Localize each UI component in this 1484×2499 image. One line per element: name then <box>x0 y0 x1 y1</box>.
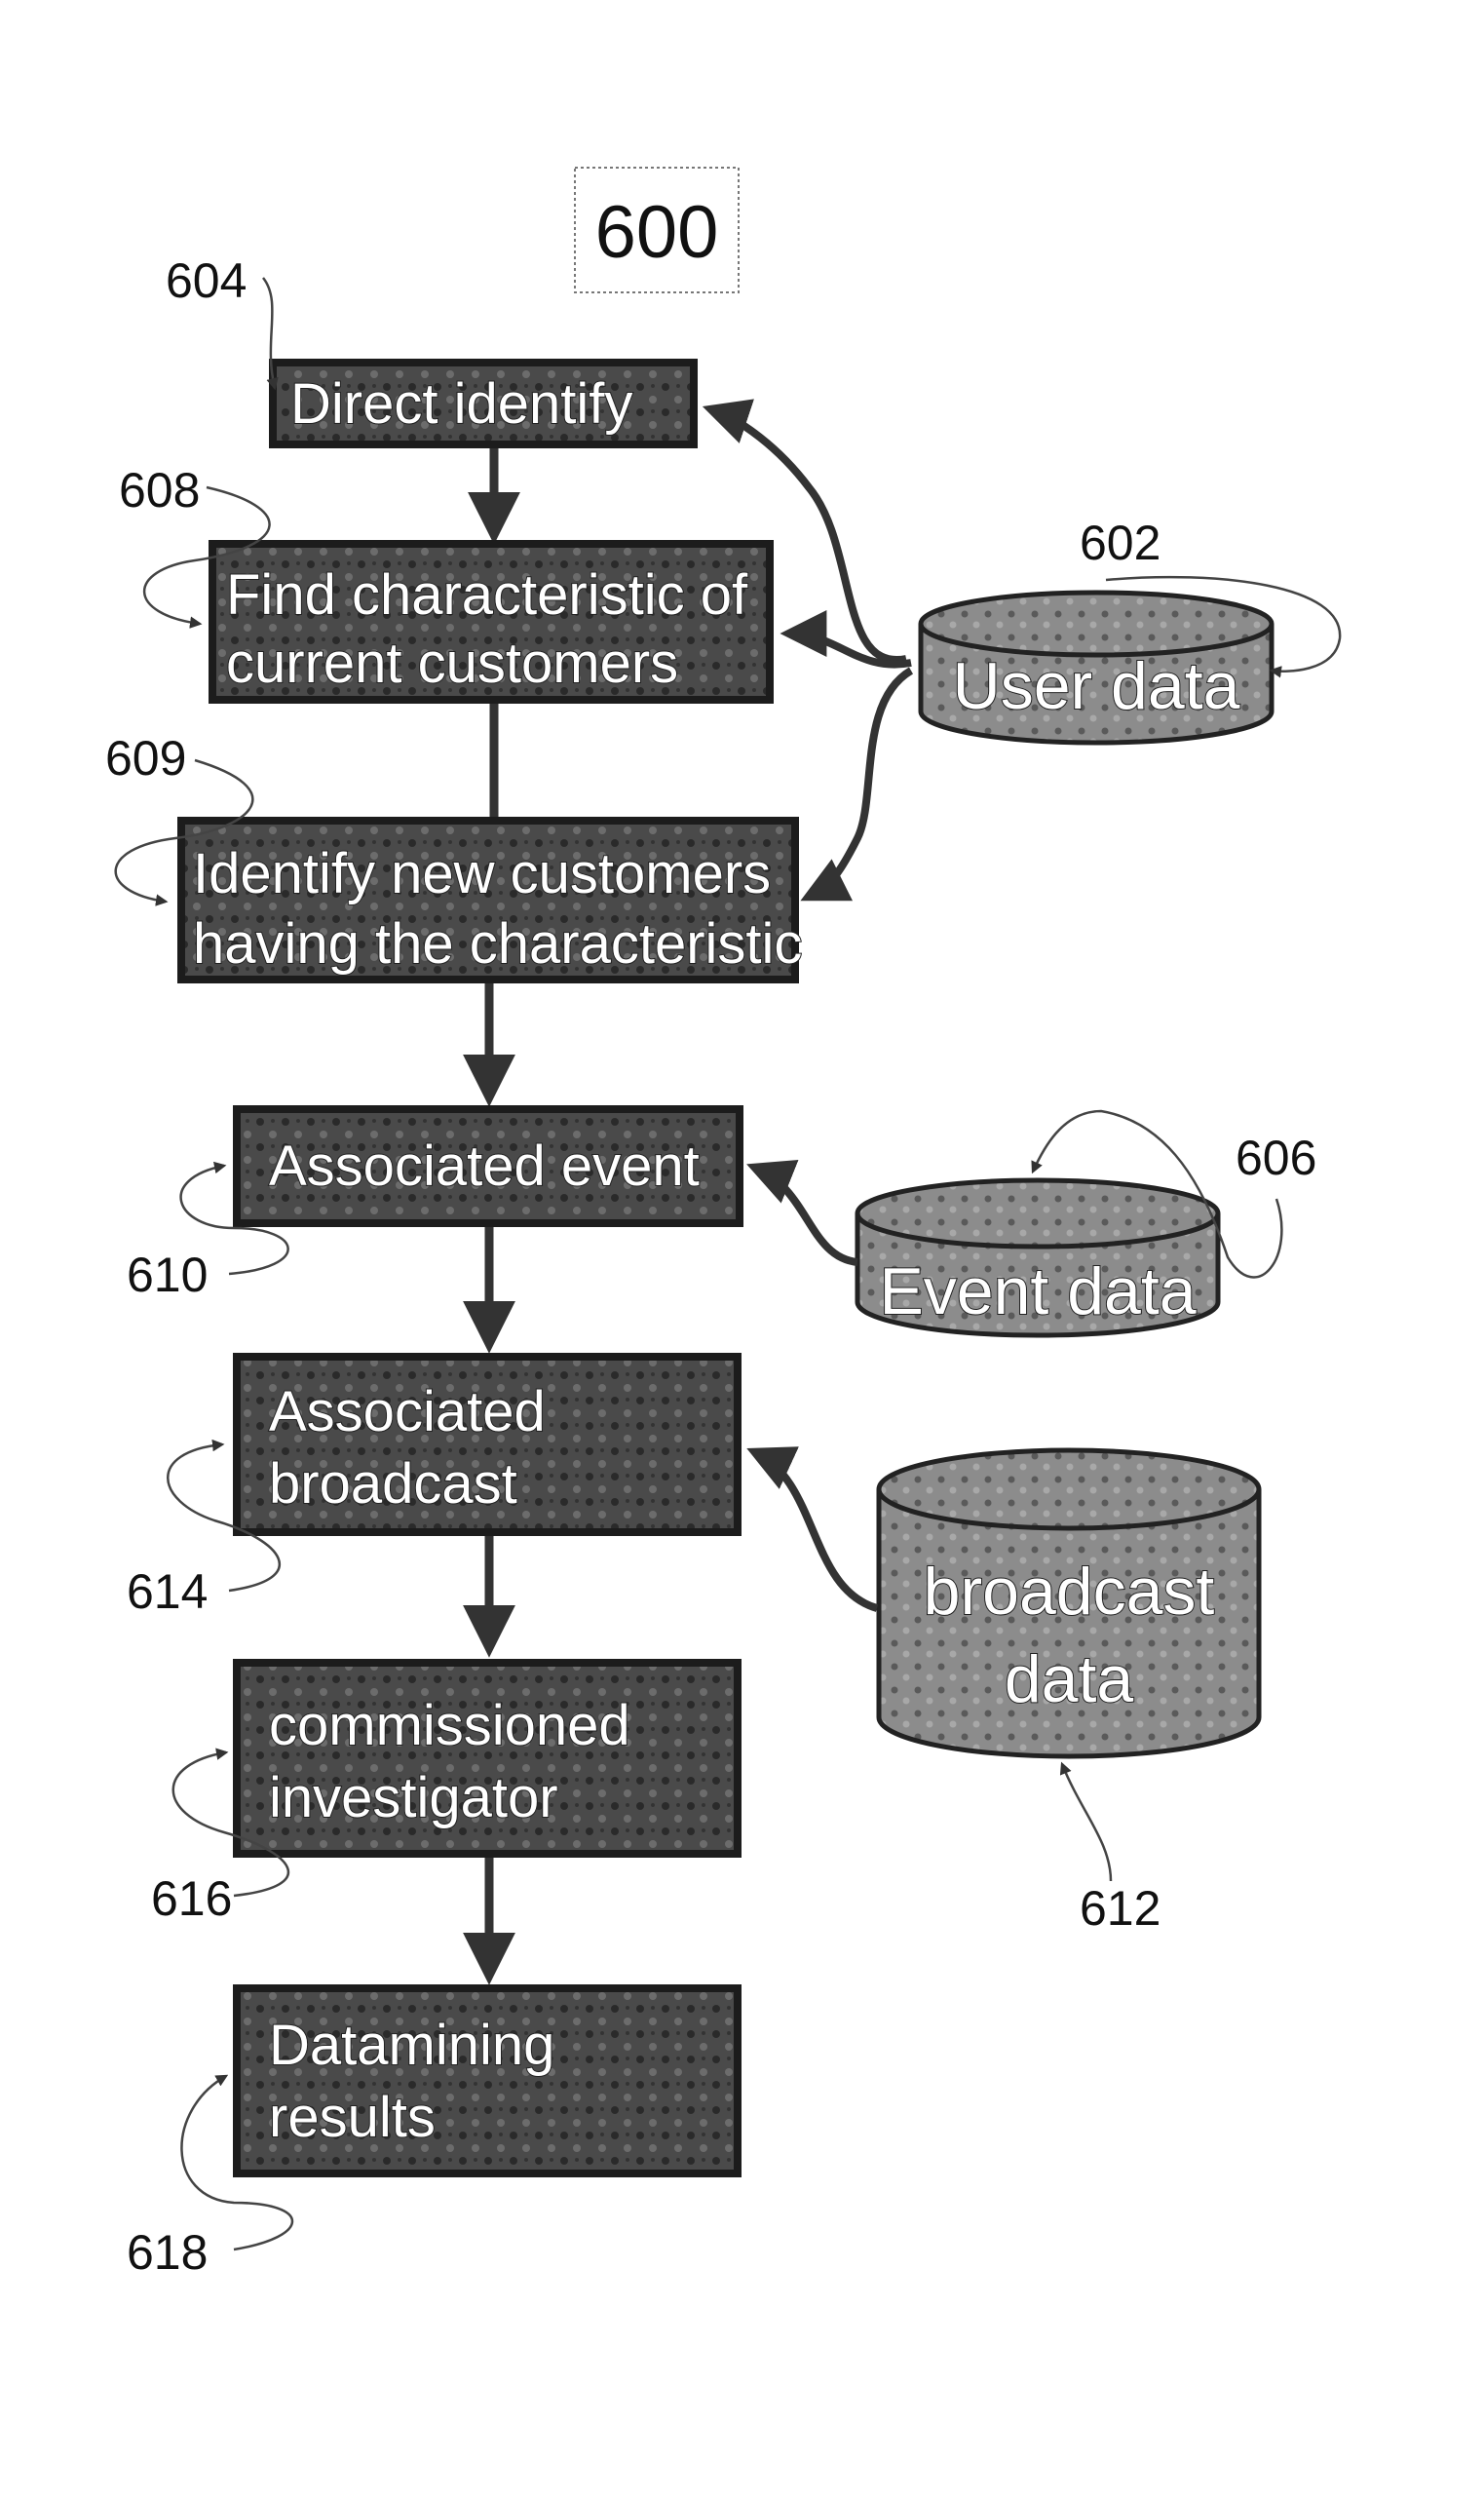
svg-text:data: data <box>1005 1642 1134 1716</box>
svg-text:results: results <box>269 2086 436 2149</box>
svg-text:Identify new customers: Identify new customers <box>193 842 771 905</box>
step-614-box: Associated broadcast <box>237 1357 738 1532</box>
figure-number-box: 600 <box>575 168 739 292</box>
svg-text:User data: User data <box>953 649 1240 723</box>
svg-text:commissioned: commissioned <box>269 1694 630 1757</box>
leader-612 <box>1062 1764 1111 1881</box>
arrow-602-to-609 <box>809 671 911 897</box>
step-610-box: Associated event <box>237 1109 740 1223</box>
svg-text:investigator: investigator <box>269 1766 558 1829</box>
svg-text:Event data: Event data <box>879 1254 1196 1328</box>
step-618-box: Datamining results <box>237 1988 738 2173</box>
arrow-612-to-614 <box>755 1452 877 1608</box>
ref-610: 610 <box>127 1248 208 1302</box>
db-612-cylinder: broadcast data <box>879 1450 1259 1756</box>
ref-604: 604 <box>166 253 247 308</box>
ref-614: 614 <box>127 1564 208 1619</box>
ref-616: 616 <box>151 1871 232 1926</box>
ref-602: 602 <box>1080 516 1161 570</box>
step-616-box: commissioned investigator <box>237 1663 738 1854</box>
svg-text:Associated: Associated <box>269 1380 546 1443</box>
svg-text:current customers: current customers <box>226 632 678 695</box>
figure-number: 600 <box>595 191 719 274</box>
svg-text:Datamining: Datamining <box>269 2014 554 2077</box>
step-608-box: Find characteristic of current customers <box>212 544 770 700</box>
svg-text:broadcast: broadcast <box>924 1555 1215 1629</box>
step-609-box: Identify new customers having the charac… <box>181 821 802 980</box>
step-604-box: Direct identify <box>273 363 694 444</box>
ref-612: 612 <box>1080 1881 1161 1936</box>
svg-text:Find characteristic of: Find characteristic of <box>226 563 748 627</box>
db-606-cylinder: Event data <box>857 1180 1218 1335</box>
db-602-cylinder: User data <box>921 593 1272 743</box>
ref-609: 609 <box>105 731 186 786</box>
arrow-606-to-610 <box>755 1168 857 1262</box>
svg-text:Associated event: Associated event <box>269 1134 700 1198</box>
ref-608: 608 <box>119 463 200 518</box>
ref-618: 618 <box>127 2225 208 2280</box>
svg-text:having the characteristic: having the characteristic <box>193 912 802 976</box>
svg-text:broadcast: broadcast <box>269 1452 517 1516</box>
ref-606: 606 <box>1236 1131 1316 1185</box>
svg-text:Direct identify: Direct identify <box>290 372 632 436</box>
